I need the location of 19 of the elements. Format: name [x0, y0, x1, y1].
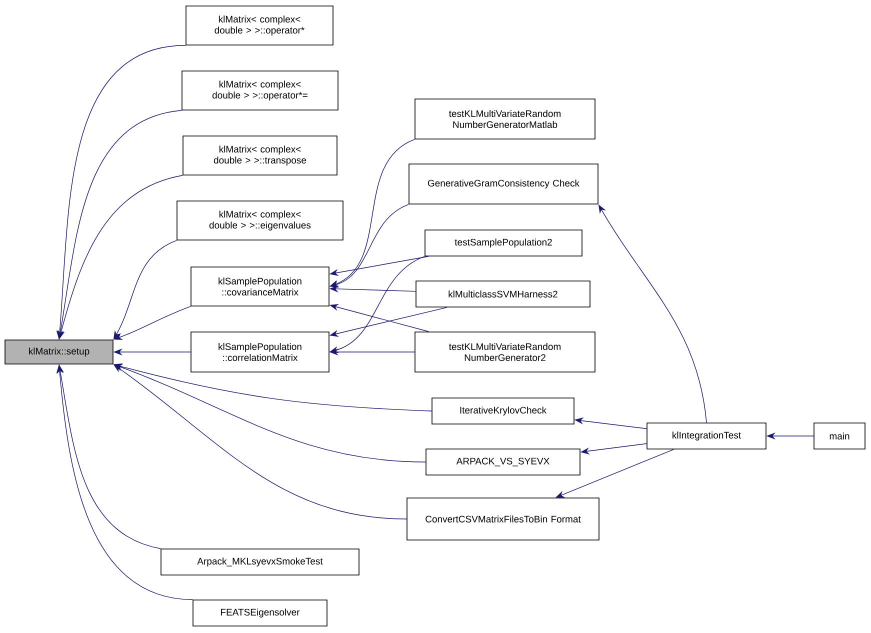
function-box: klIntegrationTest: [646, 422, 766, 450]
function-box: testKLMultiVariateRandom NumberGeneratorMatlab: [414, 98, 596, 140]
function-box: klMatrix< complex< double > >::operator*=: [182, 70, 338, 110]
function-box: GenerativeGramConsistency Check: [408, 164, 598, 204]
function-box: klSamplePopulation ::correlationMatrix: [190, 332, 330, 372]
function-box: testKLMultiVariateRandom NumberGenerator2: [414, 332, 596, 372]
function-box: testSamplePopulation2: [424, 230, 582, 256]
function-box: klSamplePopulation ::covarianceMatrix: [190, 266, 330, 306]
function-box: klMatrix< complex< double > >::transpose: [182, 136, 338, 176]
function-box: klMatrix< complex< double > >::operator*: [186, 6, 334, 46]
function-box: ConvertCSVMatrixFilesToBin Format: [406, 498, 600, 540]
function-box: IterativeKrylovCheck: [432, 398, 574, 424]
function-box: ARPACK_VS_SYEVX: [426, 448, 580, 476]
function-box: Arpack_MKLsyevxSmokeTest: [160, 548, 360, 576]
function-box: klMulticlassSVMHarness2: [416, 280, 590, 308]
function-box: FEATSEigensolver: [192, 600, 328, 626]
function-box: klMatrix::setup: [4, 340, 114, 364]
function-box: klMatrix< complex< double > >::eigenvalues: [176, 200, 344, 240]
function-box: main: [814, 422, 866, 450]
